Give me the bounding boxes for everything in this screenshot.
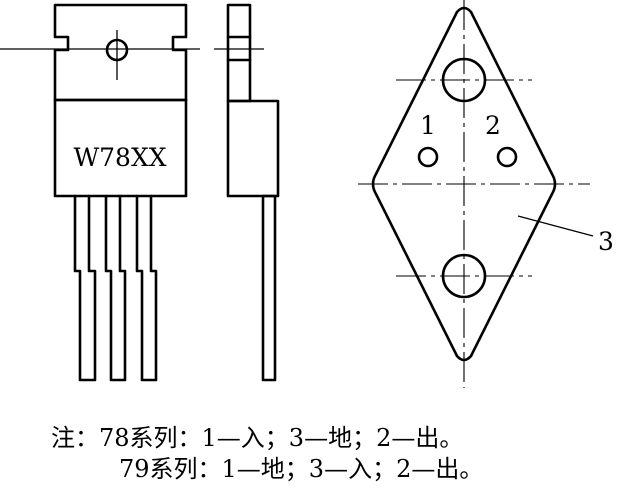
pin-notes: 注：78系列：1—入；3—地；2—出。 79系列：1—地；3—入；2—出。 — [51, 424, 483, 483]
side-body — [226, 99, 280, 198]
lower-mounting-hole — [441, 253, 487, 299]
diamond-view: 1 2 3 — [358, 0, 614, 388]
side-tab — [226, 3, 252, 103]
case-label: 3 — [598, 227, 614, 256]
front-lead-3 — [135, 194, 158, 382]
front-lead-2 — [104, 194, 127, 382]
front-lead-1 — [73, 194, 97, 382]
side-lead — [261, 194, 277, 382]
pin-2-label: 2 — [485, 111, 501, 140]
upper-mounting-hole — [441, 57, 487, 103]
front-view: W78XX — [0, 3, 200, 382]
note-line-79-series: 79系列：1—地；3—入；2—出。 — [119, 455, 483, 483]
case-leader-line — [517, 215, 594, 237]
note-line-78-series: 注：78系列：1—入；3—地；2—出。 — [51, 424, 463, 452]
diamond-body-outline — [371, 6, 557, 362]
front-mounting-tab — [53, 3, 188, 102]
part-marking: W78XX — [73, 143, 166, 172]
pin-1-label: 1 — [420, 111, 436, 140]
pin-2-hole — [496, 146, 518, 168]
side-view — [214, 3, 280, 382]
pin-1-hole — [417, 146, 439, 168]
